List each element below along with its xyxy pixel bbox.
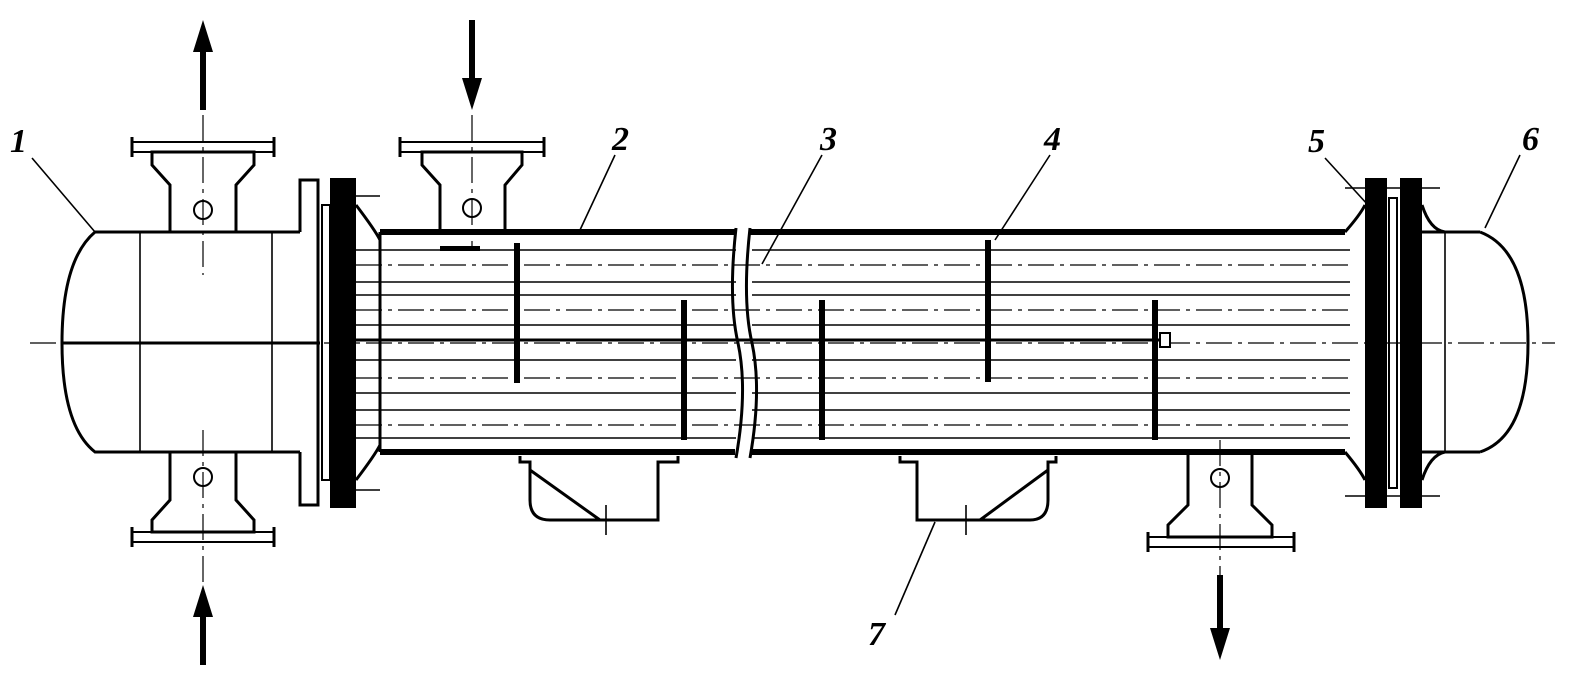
left-tubesheet-plate [330, 178, 356, 508]
left-tubesheet-gasket [321, 204, 331, 481]
right-head [1405, 230, 1530, 454]
nozzle-bolt-hole [193, 467, 213, 487]
leader-5 [1324, 157, 1369, 206]
right-head-flange-plate [1400, 178, 1422, 508]
left-head-flange [298, 178, 320, 507]
arrow-head-up [193, 585, 213, 617]
nozzle-bolt-hole [1210, 468, 1230, 488]
saddle-support-left [518, 456, 680, 522]
saddle-support-right [898, 456, 1058, 522]
nozzle-bolt-hole [193, 200, 213, 220]
leader-1 [31, 157, 96, 233]
flow-arrows [193, 20, 1230, 665]
right-tubesheet-fillet-bottom [1343, 451, 1367, 481]
break-line-right [744, 227, 759, 459]
leader-6 [1484, 154, 1521, 229]
left-tubesheet [321, 178, 382, 508]
arrow-head-down [1210, 628, 1230, 660]
leader-7 [894, 521, 936, 616]
callout-2: 2 [611, 121, 629, 158]
saddle-right-rib [979, 468, 1049, 522]
nozzle-top-left [130, 115, 276, 275]
callout-4: 4 [1043, 121, 1061, 158]
right-head-dome [1479, 230, 1530, 454]
left-tubesheet-fillet-top [354, 204, 382, 241]
right-head-fillet-top [1420, 204, 1446, 234]
impingement-plate [440, 246, 480, 251]
tie-rod-nut [1159, 332, 1171, 348]
nozzle-top-shell [398, 115, 546, 251]
arrow-head-up [193, 20, 213, 52]
leader-4 [994, 154, 1051, 241]
leader-lines [31, 154, 1521, 616]
arrow-head-down [462, 78, 482, 110]
nozzle-bottom-shell [1146, 440, 1296, 600]
right-tubesheet-plate [1365, 178, 1387, 508]
nozzle-bolt-hole [462, 198, 482, 218]
right-tubesheet-fillet-top [1343, 204, 1367, 233]
callout-5: 5 [1308, 123, 1325, 160]
leader-2 [579, 154, 616, 231]
break-line-left [730, 227, 745, 459]
right-head-fillet-bottom [1420, 450, 1446, 481]
baffles [514, 240, 1158, 440]
callout-6: 6 [1522, 121, 1539, 158]
leader-3 [761, 154, 823, 265]
saddle-left-rib [529, 468, 601, 522]
tube-bundle [356, 249, 1350, 439]
right-tubesheet-gasket [1388, 197, 1398, 489]
callout-3: 3 [819, 121, 837, 158]
supports [518, 456, 1058, 535]
nozzle-bottom-left [130, 430, 276, 590]
callout-1: 1 [10, 123, 27, 160]
right-tubesheet [1343, 178, 1446, 508]
callout-7: 7 [868, 616, 887, 653]
left-tubesheet-fillet-bottom [354, 444, 382, 481]
left-head [60, 178, 320, 507]
